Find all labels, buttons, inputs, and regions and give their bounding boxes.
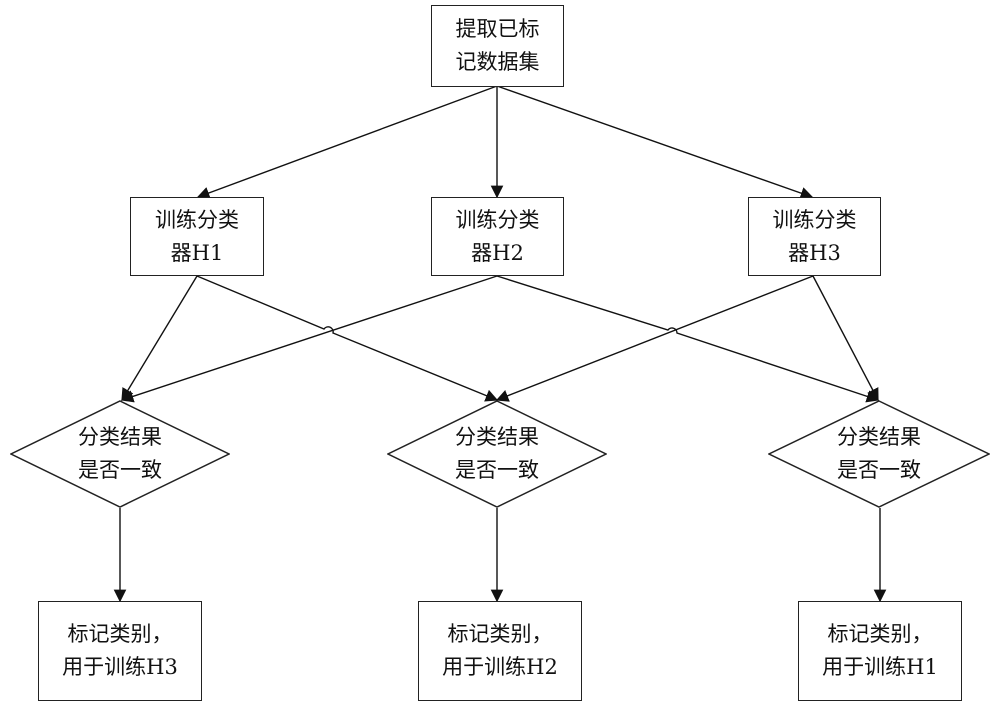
o2-label-line1: 标记类别， bbox=[447, 622, 553, 647]
d2-label-line2: 是否一致 bbox=[455, 458, 539, 482]
mark-category-train-h2-box: 标记类别， 用于训练H2 bbox=[418, 601, 582, 701]
train-classifier-h1-box: 训练分类 器H1 bbox=[130, 197, 264, 276]
mark-category-train-h1-box: 标记类别， 用于训练H1 bbox=[798, 601, 962, 701]
d1-label-line2: 是否一致 bbox=[78, 458, 162, 482]
o3-label-line2: 用于训练H1 bbox=[822, 655, 938, 679]
d3-label-line2: 是否一致 bbox=[837, 458, 921, 482]
train-classifier-h2-box: 训练分类 器H2 bbox=[431, 197, 564, 276]
d1-label-line1: 分类结果 bbox=[78, 425, 162, 450]
train-classifier-h3-box: 训练分类 器H3 bbox=[748, 197, 881, 276]
o2-label-line2: 用于训练H2 bbox=[442, 655, 558, 679]
o1-label-line2: 用于训练H3 bbox=[62, 655, 178, 679]
mark-category-train-h3-box: 标记类别， 用于训练H3 bbox=[38, 601, 202, 701]
o1-label-line1: 标记类别， bbox=[67, 622, 173, 647]
diamond-shape-d2 bbox=[387, 400, 607, 508]
extract-label-line2: 记数据集 bbox=[455, 50, 540, 74]
edge-h3-to-d2 bbox=[495, 275, 814, 402]
extract-label-line1: 提取已标 bbox=[455, 17, 540, 42]
d3-label-line1: 分类结果 bbox=[837, 425, 921, 450]
decision-consistent-d1: 分类结果 是否一致 bbox=[10, 400, 230, 508]
h1-label-line2: 器H1 bbox=[170, 240, 224, 265]
h3-label-line1: 训练分类 bbox=[772, 207, 857, 232]
extract-labeled-dataset-box: 提取已标 记数据集 bbox=[431, 5, 564, 87]
edge-h1-to-d1 bbox=[121, 275, 198, 402]
h2-label-line1: 训练分类 bbox=[455, 207, 540, 232]
edge-start-to-h1 bbox=[196, 85, 498, 199]
decision-consistent-d3: 分类结果 是否一致 bbox=[768, 400, 990, 508]
edge-h1-to-d2 bbox=[196, 275, 499, 402]
d2-label-line1: 分类结果 bbox=[455, 425, 539, 450]
diamond-shape-d1 bbox=[10, 400, 230, 508]
decision-consistent-d2: 分类结果 是否一致 bbox=[387, 400, 607, 508]
h2-label-line2: 器H2 bbox=[471, 240, 524, 265]
diamond-shape-d3 bbox=[768, 400, 990, 508]
edge-h3-to-d3 bbox=[812, 275, 879, 402]
edge-h2-to-d1 bbox=[120, 275, 498, 403]
o3-label-line1: 标记类别， bbox=[827, 622, 933, 647]
h3-label-line2: 器H3 bbox=[788, 240, 841, 265]
h1-label-line1: 训练分类 bbox=[155, 207, 239, 232]
edge-h2-to-d3 bbox=[496, 275, 880, 403]
edge-start-to-h3 bbox=[496, 85, 814, 200]
